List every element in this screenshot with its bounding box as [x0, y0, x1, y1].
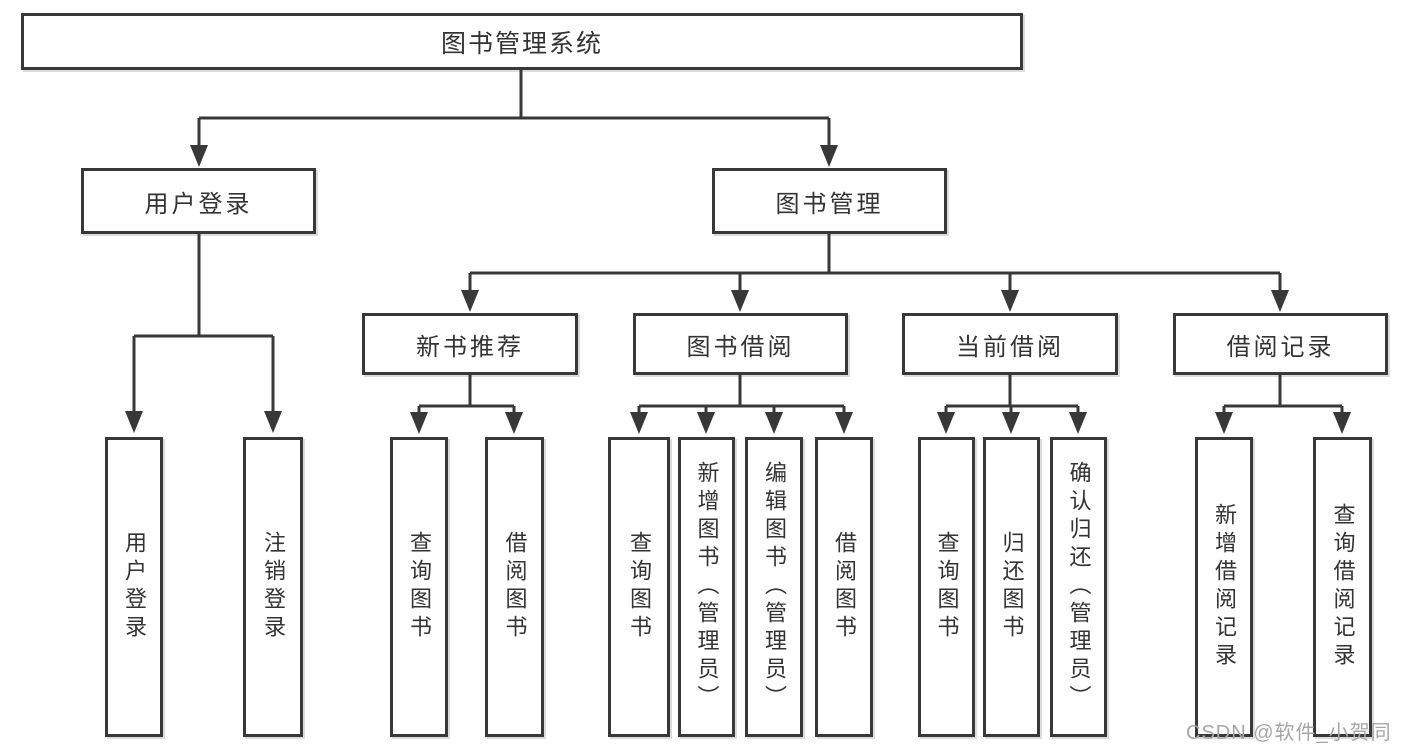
leaf-br-add-record: 新增借阅记录 — [1195, 437, 1253, 737]
leaf-label: 归还图书 — [999, 531, 1025, 643]
leaf-bb-query-books: 查询图书 — [608, 437, 670, 737]
leaf-br-query-record: 查询借阅记录 — [1313, 437, 1372, 737]
node-library-management-system: 图书管理系统 — [21, 13, 1023, 70]
leaf-label: 确认归还（管理员） — [1066, 461, 1092, 713]
leaf-label: 借阅图书 — [502, 531, 528, 643]
leaf-label: 注销登录 — [261, 531, 286, 643]
leaf-nb-query-books: 查询图书 — [390, 437, 448, 737]
leaf-bb-add-books-admin: 新增图书（管理员） — [678, 437, 735, 737]
node-current-borrowing: 当前借阅 — [902, 313, 1118, 375]
leaf-label: 用户登录 — [122, 531, 147, 643]
leaf-label: 查询图书 — [627, 531, 652, 643]
leaf-label: 借阅图书 — [832, 531, 857, 643]
leaf-cb-query-books: 查询图书 — [918, 437, 975, 737]
leaf-label: 查询图书 — [407, 531, 432, 643]
leaf-cb-confirm-return-admin: 确认归还（管理员） — [1050, 437, 1107, 737]
node-label: 图书管理系统 — [440, 29, 603, 58]
leaf-label: 查询借阅记录 — [1330, 503, 1356, 671]
node-label: 图书管理 — [775, 190, 884, 218]
node-borrowing-records: 借阅记录 — [1173, 313, 1388, 375]
leaf-user-login: 用户登录 — [105, 437, 163, 737]
leaf-bb-edit-books-admin: 编辑图书（管理员） — [745, 437, 803, 737]
node-book-management: 图书管理 — [712, 168, 947, 234]
node-user-login: 用户登录 — [81, 168, 316, 234]
node-label: 用户登录 — [144, 190, 253, 218]
leaf-label: 新增图书（管理员） — [694, 461, 720, 713]
node-book-borrowing: 图书借阅 — [633, 313, 848, 375]
leaf-nb-borrow-books: 借阅图书 — [485, 437, 544, 737]
leaf-bb-borrow-books: 借阅图书 — [815, 437, 873, 737]
leaf-label: 查询图书 — [934, 531, 960, 643]
leaf-logout: 注销登录 — [243, 437, 303, 737]
node-new-book-recommend: 新书推荐 — [362, 313, 578, 375]
node-label: 借阅记录 — [1226, 333, 1335, 361]
leaf-label: 编辑图书（管理员） — [762, 461, 787, 713]
leaf-label: 新增借阅记录 — [1212, 503, 1237, 671]
node-label: 新书推荐 — [416, 333, 524, 361]
node-label: 当前借阅 — [956, 333, 1064, 361]
node-label: 图书借阅 — [686, 333, 795, 361]
leaf-cb-return-books: 归还图书 — [983, 437, 1040, 737]
watermark: CSDN @软件_小贺同学 — [1186, 722, 1392, 744]
